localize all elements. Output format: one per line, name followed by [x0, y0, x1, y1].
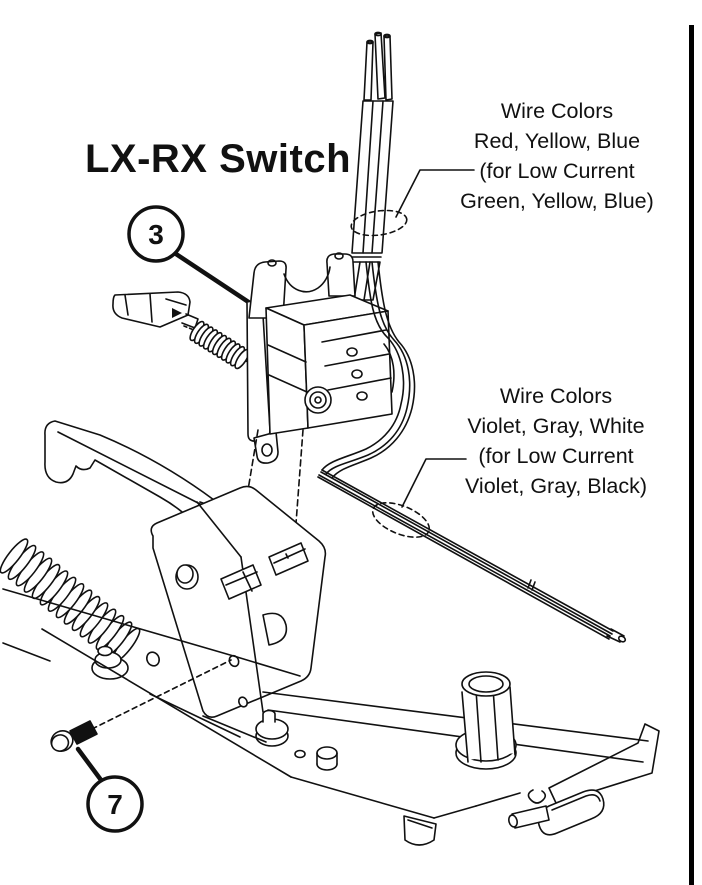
wire-strip-marker-bottom	[371, 502, 431, 538]
switch-body-illustration	[246, 252, 393, 464]
wire-harness-loop-illustration	[321, 261, 416, 479]
wire-note-bottom-line3: (for Low Current	[478, 444, 633, 468]
wire-note-top: Wire Colors Red, Yellow, Blue (for Low C…	[460, 99, 654, 213]
wire-note-bottom: Wire Colors Violet, Gray, White (for Low…	[465, 384, 647, 498]
connector-clip-illustration	[112, 291, 199, 329]
callout-7-number: 7	[107, 789, 123, 820]
leader-line-bottom-note	[401, 458, 467, 508]
conduit-illustration	[0, 538, 141, 680]
wire-bundle-diagonal-illustration	[317, 469, 627, 643]
wire-note-bottom-line4: Violet, Gray, Black)	[465, 474, 647, 498]
base-chassis-illustration	[2, 588, 660, 846]
wire-note-top-line3: (for Low Current	[479, 159, 634, 183]
wire-note-bottom-line2: Violet, Gray, White	[467, 414, 644, 438]
leader-line-top-note	[395, 169, 475, 218]
mount-bracket-illustration	[146, 485, 327, 747]
screw-illustration	[50, 659, 232, 752]
callout-3	[127, 205, 253, 306]
callout-7	[75, 746, 144, 833]
callout-3-number: 3	[148, 219, 164, 250]
wire-note-bottom-line1: Wire Colors	[500, 384, 612, 408]
wire-note-top-line4: Green, Yellow, Blue)	[460, 189, 654, 213]
spring-illustration	[183, 320, 255, 370]
wire-note-top-line2: Red, Yellow, Blue	[474, 129, 640, 153]
wire-strip-marker-top	[350, 209, 408, 237]
diagram-title: LX-RX Switch	[85, 137, 351, 181]
wire-note-top-line1: Wire Colors	[501, 99, 613, 123]
